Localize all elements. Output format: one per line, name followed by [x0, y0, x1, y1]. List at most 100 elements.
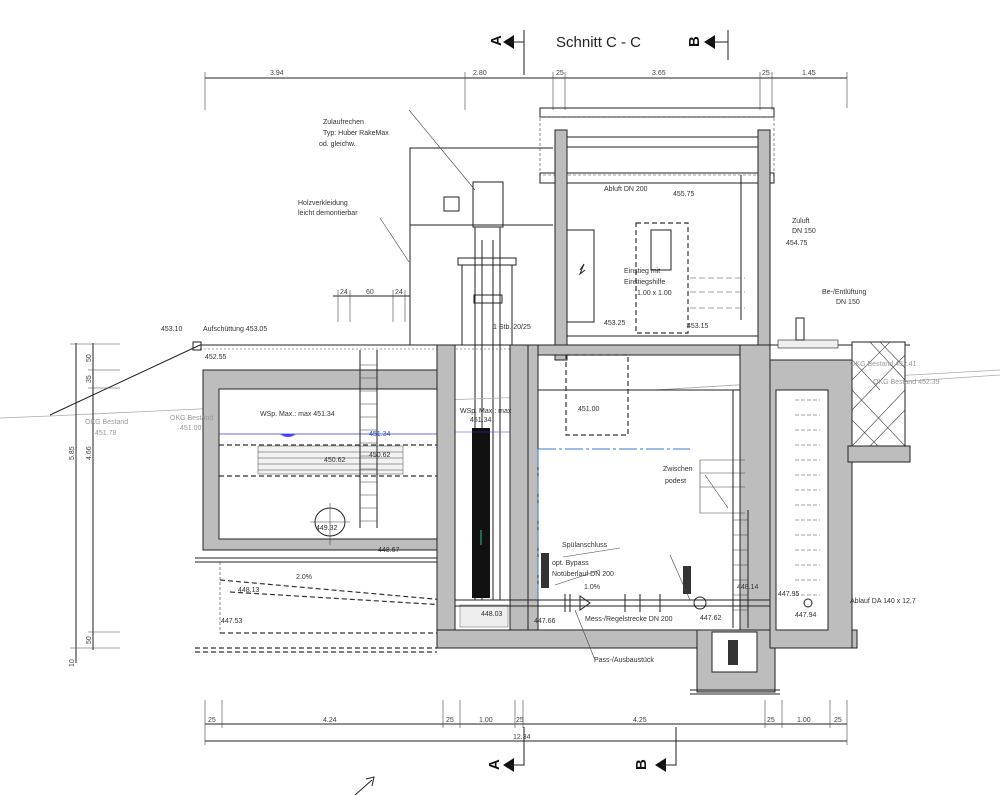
svg-text:B: B — [686, 36, 703, 47]
water-level-icon — [280, 434, 296, 437]
svg-text:OKG Bestand 452.39: OKG Bestand 452.39 — [873, 379, 940, 386]
svg-text:Ablauf DA 140 x 12,7: Ablauf DA 140 x 12,7 — [850, 598, 916, 605]
svg-text:1.00: 1.00 — [797, 717, 811, 724]
pump-sump — [690, 629, 780, 695]
svg-text:447.95: 447.95 — [778, 591, 800, 598]
svg-text:453.10: 453.10 — [161, 326, 183, 333]
svg-text:3.94: 3.94 — [270, 70, 284, 77]
svg-text:1.45: 1.45 — [802, 70, 816, 77]
svg-text:2.0%: 2.0% — [296, 574, 312, 581]
svg-text:447.94: 447.94 — [795, 612, 817, 619]
bottom-dimension-chain: 25 4.24 25 1.00 25 4.25 25 1.00 25 12.34 — [204, 700, 848, 745]
section-marker-a-bottom: A — [486, 727, 525, 772]
svg-text:3.65: 3.65 — [652, 70, 666, 77]
svg-text:Aufschüttung 453.05: Aufschüttung 453.05 — [203, 326, 267, 333]
svg-text:451.00: 451.00 — [578, 406, 600, 413]
svg-text:448.14: 448.14 — [737, 584, 759, 591]
svg-text:451.00: 451.00 — [180, 425, 202, 432]
svg-text:opt. Bypass: opt. Bypass — [552, 560, 589, 567]
svg-text:Zulaufrechen: Zulaufrechen — [323, 119, 364, 126]
electrical-cabinet — [566, 229, 595, 323]
electric-symbol-icon — [578, 263, 586, 276]
svg-text:10: 10 — [69, 659, 76, 667]
svg-text:1.00: 1.00 — [479, 717, 493, 724]
svg-text:60: 60 — [366, 289, 374, 296]
svg-text:Holzverkleidung: Holzverkleidung — [298, 200, 348, 207]
svg-text:leicht demontierbar: leicht demontierbar — [298, 210, 358, 217]
svg-text:25: 25 — [208, 717, 216, 724]
svg-text:447.53: 447.53 — [221, 618, 243, 625]
svg-text:451.34: 451.34 — [369, 431, 391, 438]
svg-text:Be-/Entlüftung: Be-/Entlüftung — [822, 289, 866, 296]
svg-text:DN 150: DN 150 — [792, 228, 816, 235]
svg-text:Notüberlauf DN 200: Notüberlauf DN 200 — [552, 571, 614, 578]
svg-text:4.66: 4.66 — [86, 446, 93, 460]
section-marker-a-top: A — [488, 30, 525, 75]
svg-text:448.03: 448.03 — [481, 611, 503, 618]
svg-text:4.24: 4.24 — [323, 717, 337, 724]
svg-text:35: 35 — [86, 375, 93, 383]
svg-text:B: B — [633, 759, 650, 770]
svg-text:od. gleichw.: od. gleichw. — [319, 141, 356, 148]
svg-text:453.15: 453.15 — [687, 323, 709, 330]
svg-text:A: A — [486, 759, 503, 770]
svg-text:Einstiegshilfe: Einstiegshilfe — [624, 279, 665, 286]
north-arrow-icon — [354, 776, 375, 795]
left-dimension-chain: 50 35 4.66 5.85 50 10 — [69, 343, 120, 667]
svg-text:2.80: 2.80 — [473, 70, 487, 77]
svg-text:447.66: 447.66 — [534, 618, 556, 625]
svg-text:Zuluft: Zuluft — [792, 218, 810, 225]
svg-text:5.85: 5.85 — [69, 446, 76, 460]
svg-text:OKG Bestand: OKG Bestand — [170, 415, 213, 422]
screen-rack — [472, 428, 490, 598]
svg-text:448.13: 448.13 — [238, 587, 260, 594]
svg-text:25: 25 — [556, 70, 564, 77]
svg-text:Mess-/Regelstrecke DN 200: Mess-/Regelstrecke DN 200 — [585, 616, 673, 623]
svg-text:50: 50 — [86, 354, 93, 362]
svg-text:25: 25 — [762, 70, 770, 77]
svg-text:1.00 x 1.00: 1.00 x 1.00 — [637, 290, 672, 297]
svg-text:455.75: 455.75 — [673, 191, 695, 198]
drawing-title: Schnitt C - C — [556, 34, 641, 51]
svg-text:24: 24 — [340, 289, 348, 296]
svg-text:Typ: Huber RakeMax: Typ: Huber RakeMax — [323, 130, 389, 137]
svg-text:450.62: 450.62 — [324, 457, 346, 464]
window — [650, 229, 672, 271]
svg-text:25: 25 — [446, 717, 454, 724]
operating-building — [539, 107, 775, 361]
svg-text:24: 24 — [395, 289, 403, 296]
svg-text:25: 25 — [834, 717, 842, 724]
svg-text:50: 50 — [86, 636, 93, 644]
svg-text:OKG Bestand: OKG Bestand — [85, 419, 128, 426]
svg-text:12.34: 12.34 — [513, 734, 531, 741]
small-dimension-chain: 24 60 24 — [333, 289, 410, 322]
svg-text:WSp. Max.: max 451.34: WSp. Max.: max 451.34 — [260, 411, 335, 418]
svg-text:Spülanschluss: Spülanschluss — [562, 542, 608, 549]
svg-text:448.67: 448.67 — [378, 547, 400, 554]
svg-text:A: A — [488, 35, 505, 46]
svg-text:1 Stb. 20/25: 1 Stb. 20/25 — [493, 324, 531, 331]
svg-text:447.62: 447.62 — [700, 615, 722, 622]
pump-icon — [728, 640, 738, 665]
svg-text:25: 25 — [767, 717, 775, 724]
svg-text:25: 25 — [516, 717, 524, 724]
right-outlet-tank — [769, 317, 905, 649]
svg-text:450.62: 450.62 — [369, 452, 391, 459]
svg-text:Zwischen: Zwischen — [663, 466, 693, 473]
svg-text:4.25: 4.25 — [633, 717, 647, 724]
svg-text:OKG Bestand 452.41: OKG Bestand 452.41 — [850, 361, 917, 368]
svg-text:449.32: 449.32 — [316, 525, 338, 532]
section-marker-b-top: B — [686, 30, 729, 60]
left-storage-tank — [195, 350, 446, 653]
svg-text:DN 150: DN 150 — [836, 299, 860, 306]
screen-housing — [379, 109, 553, 600]
svg-text:WSp. Max.: max: WSp. Max.: max — [460, 408, 512, 415]
svg-text:1.0%: 1.0% — [584, 584, 600, 591]
section-marker-b-bottom: B — [633, 727, 677, 772]
svg-text:451.34: 451.34 — [470, 417, 492, 424]
ladder-right — [732, 390, 749, 628]
existing-wall-hatch — [847, 341, 911, 463]
svg-text:Abluft DN 200: Abluft DN 200 — [604, 186, 648, 193]
